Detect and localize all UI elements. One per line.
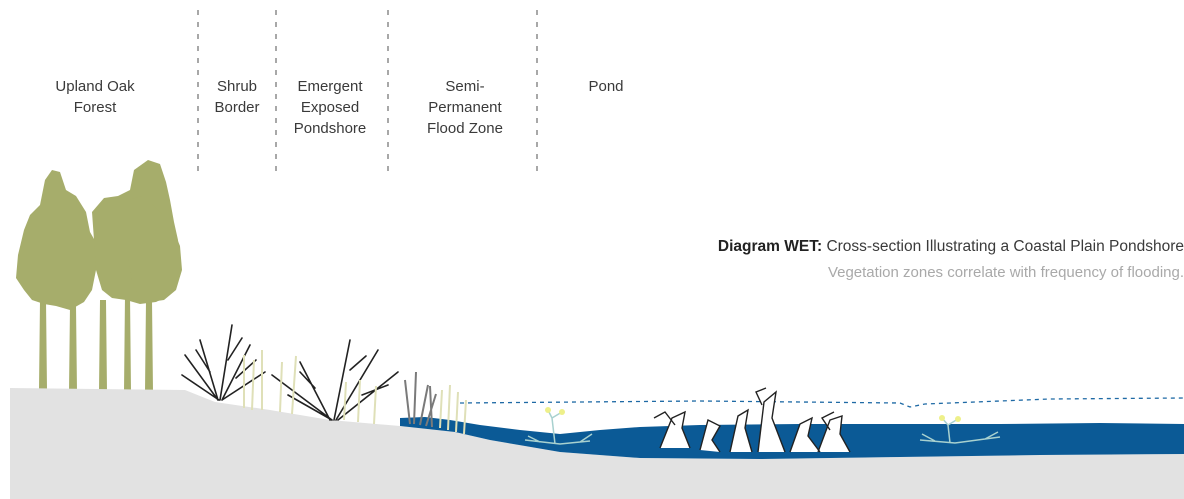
zone-label-shrub-border: Shrub Border — [214, 78, 260, 116]
tree-canopy-right — [128, 196, 182, 302]
oak-trees — [16, 160, 182, 392]
flowers — [545, 407, 961, 422]
caption-diagram-id: Diagram WET: — [717, 238, 823, 255]
sedge-cluster — [404, 371, 437, 428]
zone-label-emergent-exposed-pondshore: Emergent Exposed Pondshore — [293, 78, 367, 137]
flower — [939, 415, 945, 421]
shrub-right — [271, 339, 399, 421]
caption-title: Cross-section Illustrating a Coastal Pla… — [826, 238, 1184, 255]
reed-cluster — [243, 350, 467, 435]
aquatic-plant-right — [919, 417, 1001, 444]
pond-water — [400, 417, 1184, 459]
ground-slope — [10, 388, 1184, 499]
tree-trunks — [39, 295, 153, 392]
flower — [545, 407, 551, 413]
caption-subtitle: Vegetation zones correlate with frequenc… — [827, 264, 1184, 281]
flower — [559, 409, 565, 415]
reeds — [243, 350, 467, 435]
zone-label-upland-oak-forest: Upland Oak Forest — [55, 78, 135, 116]
tree-canopy-left — [16, 170, 98, 310]
flower — [955, 416, 961, 422]
aquatic-plant-left — [524, 409, 593, 445]
aquatic-plants — [524, 409, 1001, 445]
sedges — [404, 371, 437, 428]
leaf-plant — [729, 387, 786, 453]
leaf-plant — [653, 410, 721, 453]
zone-dividers — [197, 10, 538, 499]
floating-leaf-plants — [653, 387, 851, 453]
diagram-caption: Diagram WET: Cross-section Illustrating … — [718, 236, 1184, 285]
high-water-line — [459, 397, 1184, 408]
zone-label-pond: Pond — [588, 78, 624, 95]
leaf-plant — [789, 411, 851, 453]
zone-label-semi-permanent-flood-zone: Semi- Permanent Flood Zone — [427, 78, 503, 137]
caption-title-line: Diagram WET: Cross-section Illustrating … — [718, 236, 1184, 258]
